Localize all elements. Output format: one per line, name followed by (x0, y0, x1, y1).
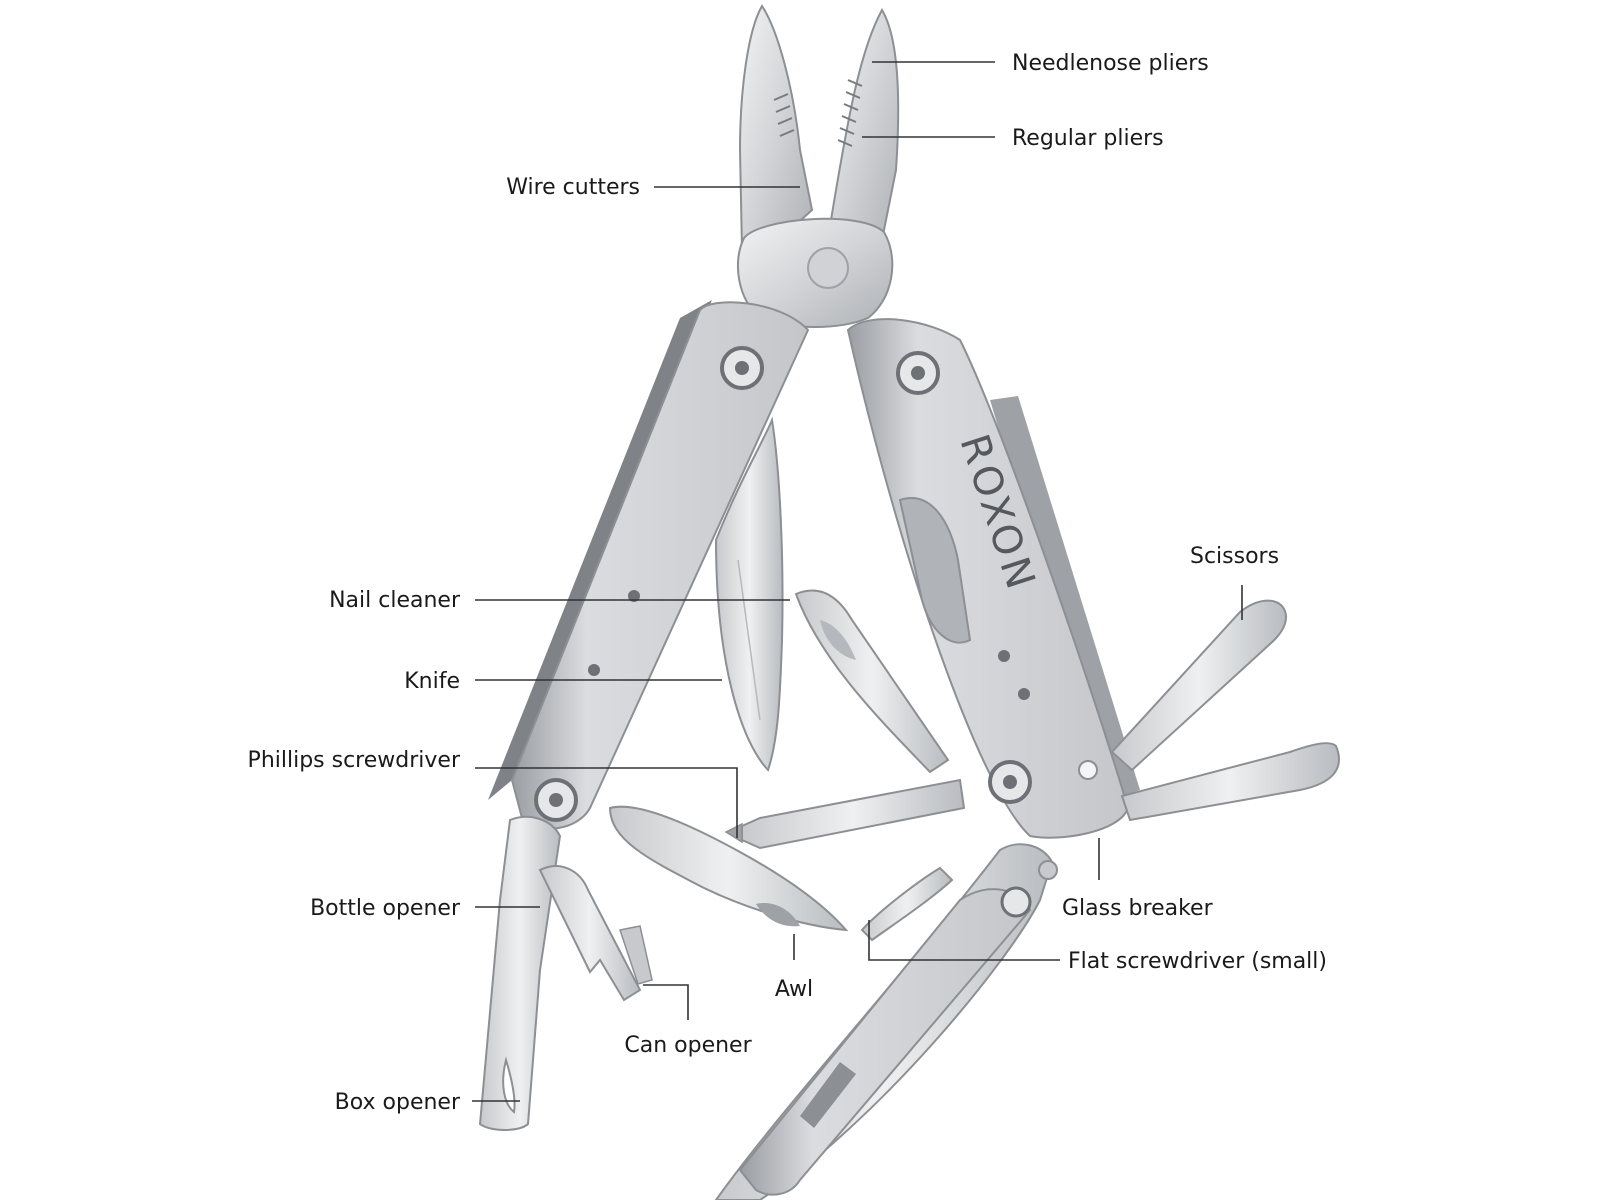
multitool-illustration: ROXON (478, 4, 1340, 1200)
label-can-opener: Can opener (624, 1033, 752, 1058)
leader-phillips (475, 767, 738, 838)
label-box-opener: Box opener (335, 1090, 461, 1115)
right-jaw (824, 7, 900, 251)
label-wire-cutters: Wire cutters (506, 175, 640, 200)
leader-can-opener (643, 984, 689, 1020)
right-handle-slot (898, 497, 972, 644)
jaw-serrations (773, 79, 863, 147)
label-phillips-screwdriver: Phillips screwdriver (248, 748, 461, 773)
leader-flat-screwdriver (868, 920, 1060, 961)
box-blade-handle (738, 888, 1032, 1196)
right-handle-rivet-2 (1018, 688, 1030, 700)
right-handle-back (990, 396, 1140, 800)
callout-leaders (472, 61, 1243, 1102)
pivot-rivet (807, 247, 849, 289)
callout-labels: Needlenose pliers Regular pliers Wire cu… (248, 51, 1327, 1115)
label-regular-pliers: Regular pliers (1012, 126, 1164, 151)
label-glass-breaker: Glass breaker (1062, 896, 1214, 921)
nail-cleaner-blade (794, 589, 950, 774)
glass-breaker-tip (1078, 760, 1098, 780)
can-opener-blade (538, 865, 642, 1002)
label-awl: Awl (775, 977, 813, 1002)
knife-blade (714, 416, 784, 772)
right-handle (846, 318, 1130, 839)
left-handle-rivet-2 (588, 664, 600, 676)
label-needlenose-pliers: Needlenose pliers (1012, 51, 1209, 76)
lower-blade-rivet (1000, 886, 1032, 918)
label-nail-cleaner: Nail cleaner (329, 588, 461, 613)
left-handle-rivet-1 (628, 590, 640, 602)
label-scissors: Scissors (1190, 544, 1279, 569)
left-jaw (738, 4, 814, 252)
scissors-blade-lower (1120, 742, 1340, 822)
phillips-screwdriver-shaft (741, 778, 966, 850)
awl-blade (608, 805, 849, 932)
label-flat-screwdriver: Flat screwdriver (small) (1068, 949, 1327, 974)
right-handle-rivet-1 (998, 650, 1010, 662)
label-knife: Knife (404, 669, 460, 694)
box-opener-blade (478, 815, 562, 1131)
label-bottle-opener: Bottle opener (310, 896, 461, 921)
scissors-blade-upper (1110, 599, 1287, 772)
flat-screwdriver-blade (860, 866, 954, 942)
